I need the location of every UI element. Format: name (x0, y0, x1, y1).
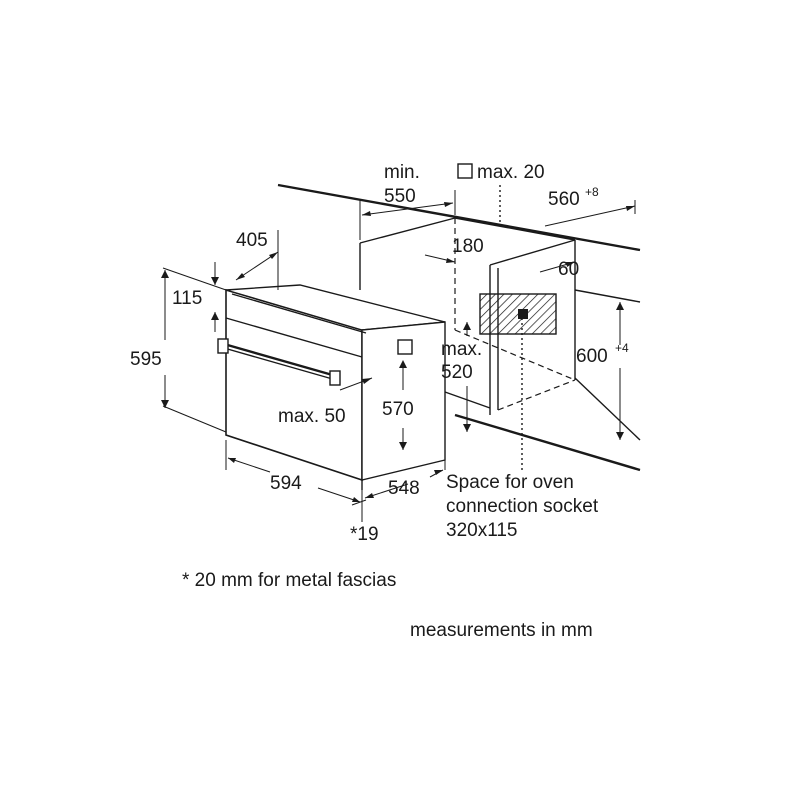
socket-note-line2: connection socket (446, 496, 599, 517)
dim560-arrow (626, 206, 635, 211)
dim595-arrow-bottom (161, 400, 169, 408)
label-600: 600 (576, 346, 608, 367)
dim560-line (544, 205, 636, 227)
niche-top-right (489, 239, 576, 266)
oven-body (217, 284, 446, 490)
dim550-arrow-left (362, 211, 371, 216)
dim60-arrow (566, 262, 575, 267)
oven-handle (223, 342, 337, 378)
label-560: 560 (548, 189, 580, 210)
niche-top-back (454, 217, 576, 241)
dim548-arrow-right (434, 470, 443, 475)
oven-handle-lower (223, 347, 337, 381)
dim405-arrow-left (236, 273, 245, 280)
label-max50: max. 50 (278, 406, 346, 427)
dim570-arrow-bottom (399, 442, 407, 450)
dim520-arrow-top (463, 322, 471, 330)
dim600-arrow-bottom (616, 432, 624, 440)
dim115-arrow-bottom (211, 312, 219, 320)
label-548: 548 (388, 478, 420, 499)
label-560-tolerance: +8 (585, 185, 599, 199)
dim600-arrow-top (616, 302, 624, 310)
dim595-arrow-top (161, 270, 169, 278)
niche-floor-dashed (454, 329, 576, 381)
wall-line-upper (574, 289, 641, 303)
dim19-arrow-line-left (351, 499, 367, 506)
footnote-units: measurements in mm (410, 620, 593, 641)
label-115: 115 (172, 288, 202, 309)
socket-note-line1: Space for oven (446, 472, 574, 493)
label-594: 594 (270, 473, 302, 494)
handle-left-mount (217, 338, 229, 354)
square-symbol-icon (457, 163, 473, 179)
dim180-arrow (446, 258, 455, 263)
label-520: 520 (441, 362, 473, 383)
dimension-labels: min. 550 max. 20 560 +8 405 180 60 115 5… (130, 162, 629, 545)
label-595: 595 (130, 349, 162, 370)
dim595-ext-bottom (162, 405, 227, 433)
dim520-arrow-bottom (463, 424, 471, 432)
dim570-arrow-top (399, 360, 407, 368)
label-180: 180 (452, 236, 484, 257)
floor-edge (454, 413, 641, 472)
fascia-top-inner (231, 293, 367, 334)
dim550-line (361, 202, 454, 216)
dim50-arrow (362, 378, 372, 384)
handle-right-mount (329, 370, 341, 386)
dim548-arrow-left (365, 493, 374, 498)
socket-note: Space for oven connection socket 320x115 (446, 472, 599, 541)
label-570: 570 (382, 399, 414, 420)
label-19: *19 (350, 524, 379, 545)
label-max20: max. 20 (477, 162, 545, 183)
socket-note-line3: 320x115 (446, 520, 518, 541)
footnote-metal-fascia: * 20 mm for metal fascias (182, 570, 396, 591)
label-max-520-top: max. (441, 339, 482, 360)
label-550: 550 (384, 186, 416, 207)
dim550-arrow-right (444, 202, 453, 207)
control-panel-line (225, 317, 363, 358)
dim115-arrow-top (211, 277, 219, 285)
footnotes: * 20 mm for metal fascias measurements i… (182, 570, 593, 641)
socket-icon (518, 309, 528, 319)
cabinet-niche (277, 183, 641, 472)
label-405: 405 (236, 230, 268, 251)
dim594-arrow-right (352, 497, 360, 502)
niche-top-left (359, 217, 456, 244)
dim595-ext-top (162, 267, 227, 291)
label-60: 60 (558, 259, 579, 280)
label-min: min. (384, 162, 420, 183)
wall-line-lower (574, 377, 641, 441)
dimension-lines (161, 190, 636, 522)
dim594-arrow-left (228, 458, 236, 463)
mount-bracket (397, 339, 413, 355)
label-600-tolerance: +4 (615, 341, 629, 355)
countertop-edge (277, 183, 641, 252)
niche-bottom-dashed (497, 379, 576, 411)
dim405-arrow-right (269, 252, 278, 259)
